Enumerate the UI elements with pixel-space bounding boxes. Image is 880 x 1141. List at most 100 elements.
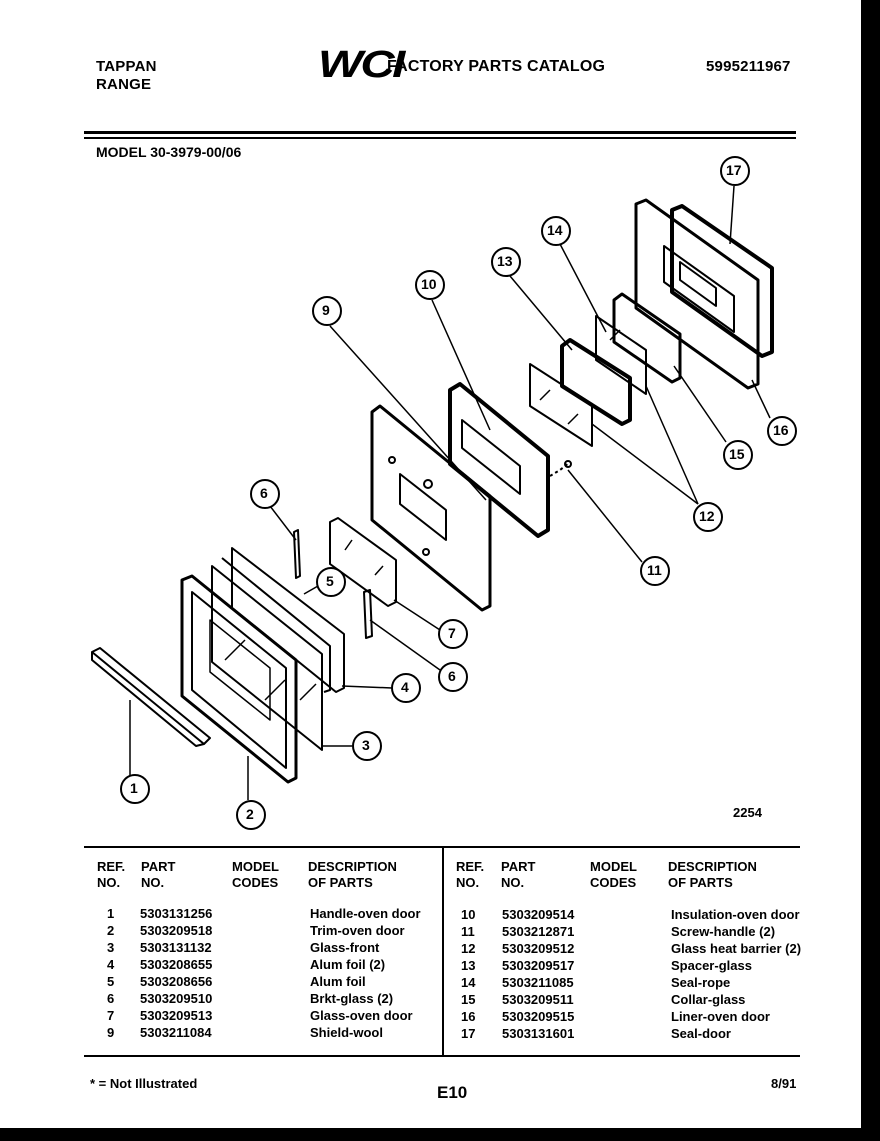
page-border-right (861, 0, 880, 1141)
part-glass-front (211, 565, 323, 751)
table-row-desc: Screw-handle (2) (671, 924, 776, 939)
callout-10: 10 (421, 276, 437, 292)
table-row-part: 5303208655 (140, 957, 213, 972)
part-bracket-glass-upper (293, 529, 301, 579)
table-row-ref: 6 (107, 991, 115, 1006)
table-row-part: 5303209515 (502, 1009, 575, 1024)
wci-logo: WCI (318, 44, 405, 86)
page-number: E10 (437, 1083, 468, 1102)
table-row-ref: 14 (461, 975, 476, 990)
table-row-part: 5303209513 (140, 1008, 213, 1023)
table-row-part: 5303209517 (502, 958, 575, 973)
table-row-ref: 16 (461, 1009, 476, 1024)
table-row-desc: Insulation-oven door (671, 907, 800, 922)
table-row-desc: Alum foil (310, 974, 366, 989)
callout-11: 11 (647, 562, 662, 578)
callout-6-upper: 6 (260, 485, 268, 501)
table-row-part: 5303131601 (502, 1026, 575, 1041)
catalog-title: FACTORY PARTS CATALOG (387, 58, 606, 75)
table-row-desc: Glass-front (310, 940, 380, 955)
part-spacer-glass (560, 338, 632, 426)
table-row-ref: 1 (107, 906, 115, 921)
table-row-ref: 2 (107, 923, 115, 938)
callout-4: 4 (401, 679, 409, 695)
table-row-part: 5303209510 (140, 991, 213, 1006)
table-center-divider (442, 848, 444, 1055)
part-insulation-oven-door (448, 382, 550, 538)
brand-line-1: TAPPAN (96, 58, 157, 75)
table-row-ref: 9 (107, 1025, 115, 1040)
table-row-part: 5303208656 (140, 974, 213, 989)
table-row-part: 5303209518 (140, 923, 213, 938)
brand-line-2: RANGE (96, 76, 152, 93)
callout-17: 17 (726, 162, 742, 178)
leader-lines (129, 185, 771, 800)
part-seal-door (670, 204, 774, 358)
figure-number: 2254 (733, 805, 762, 820)
table-row-desc: Seal-rope (671, 975, 731, 990)
table-row-desc: Seal-door (671, 1026, 731, 1041)
table-row-ref: 15 (461, 992, 476, 1007)
header-rule-thin (84, 137, 796, 139)
callout-6-lower: 6 (448, 668, 456, 684)
callout-15: 15 (729, 446, 745, 462)
callout-9: 9 (322, 302, 330, 318)
part-screw-handle (549, 460, 572, 477)
table-row-ref: 13 (461, 958, 476, 973)
table-row-ref: 5 (107, 974, 115, 989)
table-row-ref: 7 (107, 1008, 115, 1023)
table-row-part: 5303209511 (502, 992, 574, 1007)
callout-16: 16 (773, 422, 789, 438)
part-handle (91, 647, 211, 747)
table-row-desc: Brkt-glass (2) (310, 991, 394, 1006)
table-row-part: 5303212871 (502, 924, 575, 939)
callout-7: 7 (448, 625, 456, 641)
part-alum-foil-5 (231, 547, 345, 693)
table-row-ref: 10 (461, 907, 476, 922)
callout-13: 13 (497, 253, 513, 269)
table-row-part: 5303131256 (140, 906, 213, 921)
table-row-ref: 11 (461, 924, 475, 939)
not-illustrated-note: * = Not Illustrated (90, 1076, 198, 1091)
part-bracket-glass-lower (363, 589, 373, 639)
table-row-desc: Liner-oven door (671, 1009, 770, 1024)
table-row-desc: Spacer-glass (671, 958, 752, 973)
table-row-part: 5303211084 (140, 1025, 212, 1040)
header-rule (84, 131, 796, 134)
callout-5: 5 (326, 573, 334, 589)
table-row-ref: 17 (461, 1026, 476, 1041)
table-row-ref: 12 (461, 941, 476, 956)
table-row-desc: Glass heat barrier (2) (671, 941, 802, 956)
catalog-number: 5995211967 (706, 58, 791, 75)
part-alum-foil-4 (221, 557, 331, 693)
part-collar-glass (612, 292, 682, 384)
part-liner-oven-door (634, 198, 760, 390)
table-row-part: 5303209512 (502, 941, 575, 956)
table-row-part: 5303211085 (502, 975, 574, 990)
table-row-desc: Collar-glass (671, 992, 746, 1007)
header-ref-right: REF.NO. (456, 859, 485, 890)
table-row-desc: Alum foil (2) (310, 957, 386, 972)
table-row-desc: Trim-oven door (310, 923, 405, 938)
header-ref-left: REF.NO. (97, 859, 126, 890)
page-border-bottom (0, 1128, 880, 1141)
table-rule-top (84, 846, 800, 848)
model-number: MODEL 30-3979-00/06 (96, 144, 242, 160)
table-row-ref: 4 (107, 957, 115, 972)
callout-circles (120, 156, 797, 830)
table-row-part: 5303131132 (140, 940, 212, 955)
table-rule-bottom (84, 1055, 800, 1057)
callout-3: 3 (362, 737, 370, 753)
exploded-parts-diagram (91, 156, 797, 830)
callout-14: 14 (547, 222, 563, 238)
part-trim-oven-door (180, 574, 298, 784)
table-row-desc: Handle-oven door (310, 906, 421, 921)
table-row-ref: 3 (107, 940, 115, 955)
table-row-desc: Shield-wool (310, 1025, 383, 1040)
